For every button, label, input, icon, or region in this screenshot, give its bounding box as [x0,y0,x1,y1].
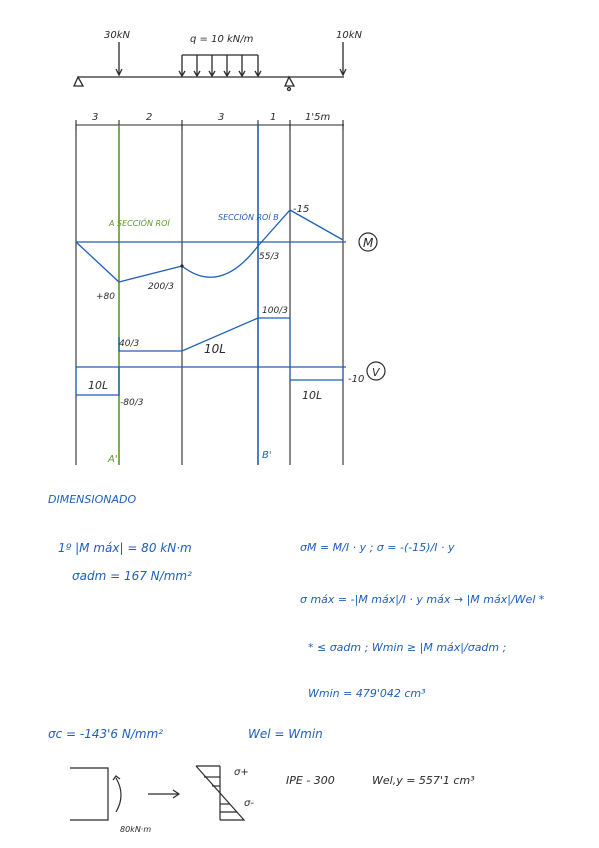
shear-top-left: 40/3 [119,339,139,349]
section-a-prime: A' [107,454,118,465]
shear-tag: V [372,366,381,379]
notes-line-4: Wel = Wmin [248,727,323,741]
shear-curve [75,317,344,396]
shear-symbol-right: 10L [302,389,322,402]
moment-value-left: +80 [96,292,115,302]
notes-right-1: σM = M/I · y ; σ = -(-15)/I · y [300,541,455,554]
span-5-label: 1'5m [305,112,330,123]
pin-support-left [72,75,85,87]
notes-line-3: σc = -143'6 N/mm² [48,727,163,741]
moment-value-b: 55/3 [259,252,279,262]
vertical-guides [75,125,344,465]
notes-line-1: 1º |M máx| = 80 kN·m [58,541,192,555]
moment-value-mid: 200/3 [148,282,174,292]
shear-top-right: 100/3 [262,306,288,316]
moment-tag-circle [358,232,378,252]
notes-right-4: Wmin = 479'042 cm³ [308,687,426,700]
beam-diagram [72,42,347,92]
shear-right: -10 [348,374,364,385]
moment-curve [75,209,344,283]
moment-arc [115,777,122,813]
section-outline [70,767,109,821]
span-3-label: 3 [218,112,224,123]
stress-bottom-label: σ- [244,798,254,809]
dimension-line [75,120,344,130]
section-b-label: SECCIÓN ROÍ B [218,211,279,222]
wel-value: Wel,y = 557'1 cm³ [372,774,475,787]
notes-right-3: * ≤ σadm ; Wmin ≥ |M máx|/σadm ; [308,641,506,654]
moment-point [180,264,184,268]
dimensioning-notes: DIMENSIONADO 1º |M máx| = 80 kN·m σadm =… [48,493,545,741]
section-b-prime: B' [262,450,272,461]
notes-line-2: σadm = 167 N/mm² [72,569,192,583]
stress-distribution [195,765,246,821]
roller-wheel [286,86,292,92]
load-dist-label: q = 10 kN/m [190,34,254,45]
notes-right-2: σ máx = -|M máx|/I · y máx → |M máx|/Wel… [300,593,545,606]
shear-bottom-left: -80/3 [120,398,144,408]
shear-symbol-left: 10L [88,379,108,392]
section-sketch [70,765,246,821]
span-2-label: 2 [146,112,152,123]
section-a-label: A SECCIÓN ROÍ [108,217,171,228]
notes-heading: DIMENSIONADO [48,493,136,506]
moment-tag: M [363,236,374,250]
distributed-load [178,54,262,78]
span-4-label: 1 [270,112,276,123]
span-1-label: 3 [92,112,98,123]
sketch-moment-label: 80kN·m [120,825,151,834]
stress-top-label: σ+ [234,767,249,778]
roller-support-right [283,75,296,87]
load-left-label: 30kN [104,30,131,41]
load-right-label: 10kN [336,30,363,41]
shear-symbol-mid: 10L [204,342,226,356]
profile-label: IPE - 300 [286,774,335,787]
shear-tag-circle [366,361,386,381]
moment-peak-right: -15 [293,204,309,215]
